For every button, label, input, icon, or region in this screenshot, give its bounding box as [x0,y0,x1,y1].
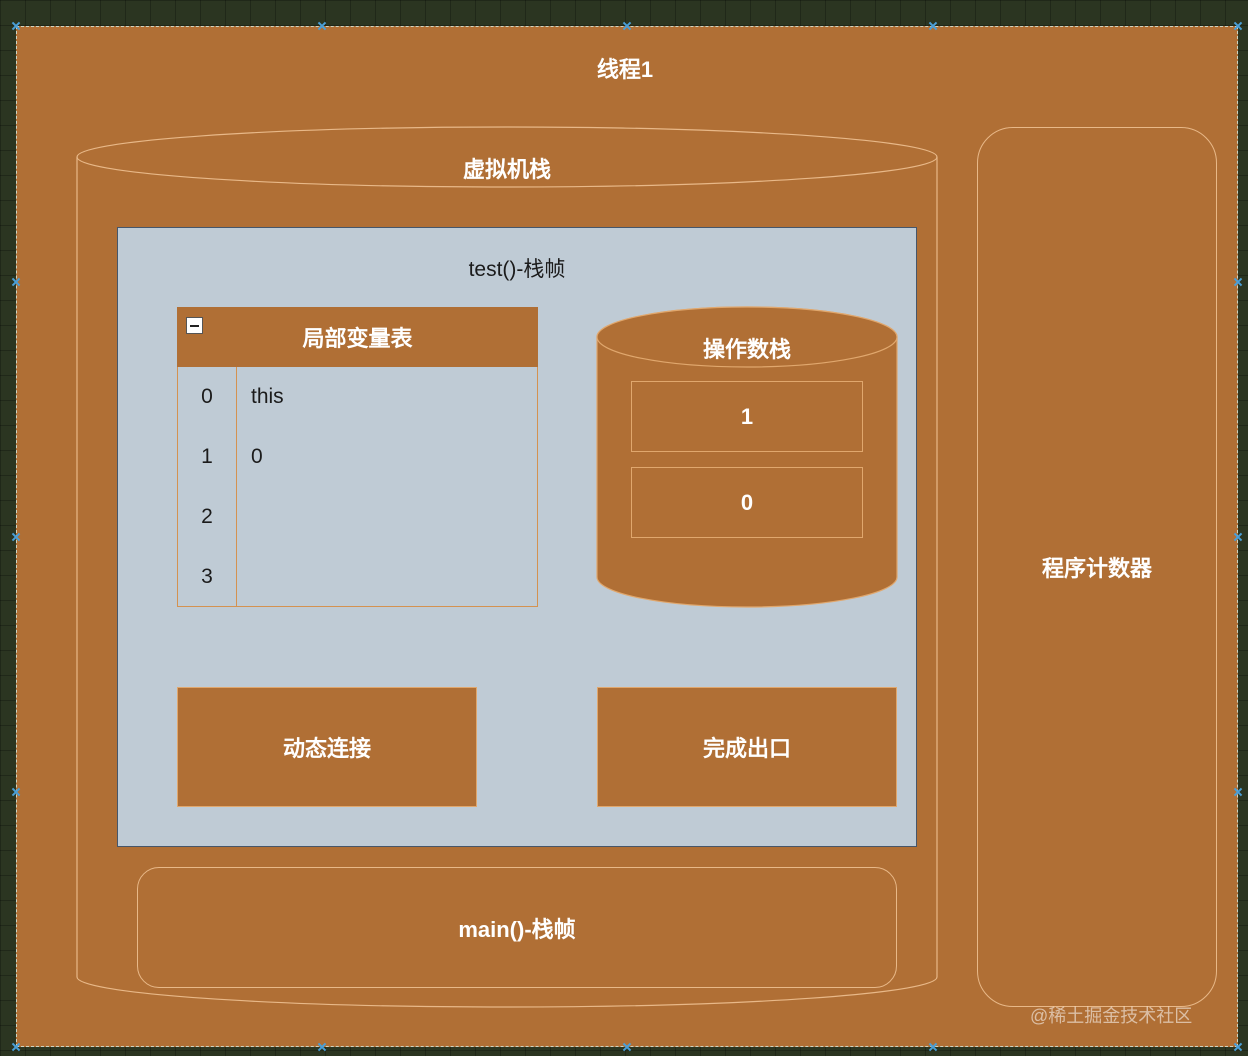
operand-stack-title: 操作数栈 [702,337,791,362]
slot-index: 2 [201,505,213,528]
collapse-icon[interactable] [186,317,203,334]
operand-stack-entry[interactable]: 1 [631,381,863,452]
program-counter[interactable]: 程序计数器 [977,127,1217,1007]
table-column-divider [236,367,237,607]
operand-stack-entry[interactable]: 0 [631,467,863,538]
frame-title: test()-栈帧 [468,258,566,281]
thread-title: 线程1 [596,57,654,82]
slot-index: 3 [201,565,213,588]
vm-stack-title: 虚拟机栈 [462,157,551,182]
local-variable-table-header: 局部变量表 [177,307,538,367]
slot-value: this [251,385,284,408]
watermark: @稀土掘金技术社区 [1030,1006,1193,1026]
main-stack-frame[interactable]: main()-栈帧 [137,867,897,988]
slot-index: 1 [201,445,213,468]
slot-index: 0 [201,385,213,408]
dynamic-link-box[interactable]: 动态连接 [177,687,477,807]
return-address-box[interactable]: 完成出口 [597,687,897,807]
slot-value: 0 [251,445,263,468]
